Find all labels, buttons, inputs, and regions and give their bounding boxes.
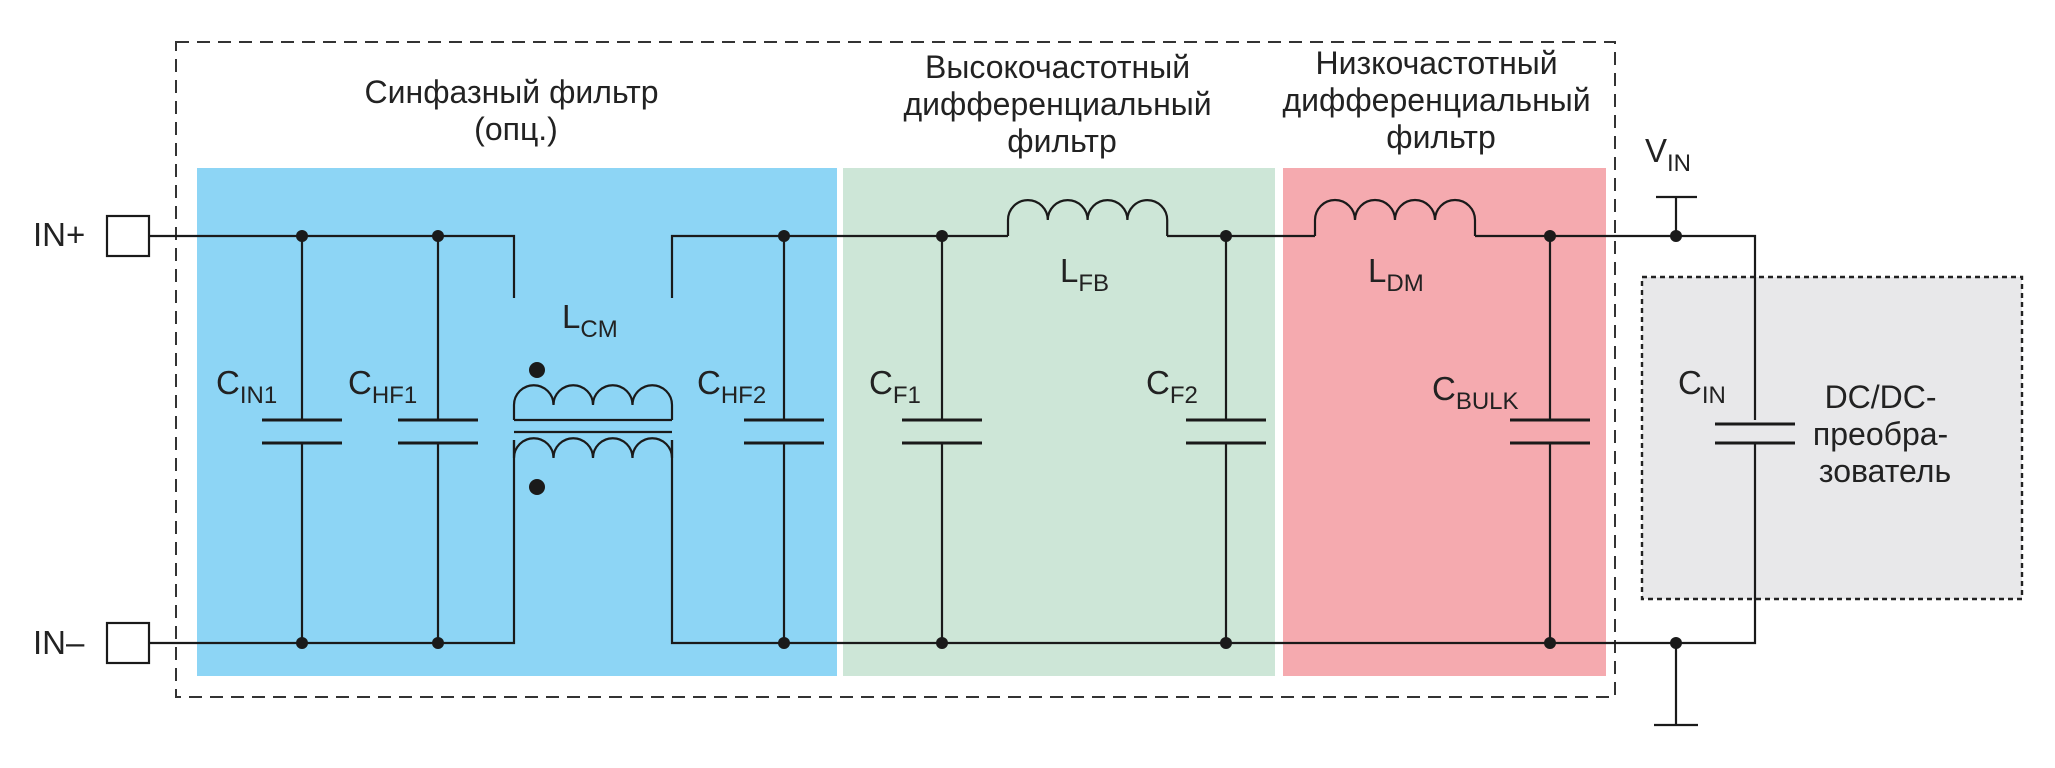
c-hf2-label: CHF2 [697, 364, 766, 409]
junction-dot [1544, 637, 1556, 649]
c-bulk-label: CBULK [1432, 370, 1519, 415]
c-hf1-label-sub: HF1 [372, 382, 417, 409]
l-fb-label-main: L [1060, 252, 1078, 289]
junction-dot [1670, 230, 1682, 242]
l-cm-upper-winding [512, 384, 674, 420]
l-fb-inductor [1006, 199, 1169, 236]
l-dm-inductor [1313, 198, 1477, 236]
l-fb-label-sub: FB [1078, 270, 1109, 297]
junction-dot [1544, 230, 1556, 242]
lf-diff-title-line: дифференциальный [1282, 82, 1590, 118]
vin-terminal-wire [1656, 195, 1697, 236]
l-cm-lower-winding [512, 437, 674, 459]
hf-diff-title: Высокочастотный дифференциальный фильтр [903, 49, 1220, 159]
lf-diff-title: Низкочастотный дифференциальный фильтр [1282, 45, 1599, 155]
common-mode-title-line: Синфазный фильтр [365, 74, 659, 110]
l-dm-label-main: L [1368, 252, 1386, 289]
c-in-label-sub: IN [1702, 382, 1726, 409]
vin-label: VIN [1645, 132, 1691, 177]
converter-label-line: DC/DC- [1825, 379, 1937, 415]
bottom-rail-wire [149, 440, 1757, 645]
lf-diff-section [1283, 168, 1606, 676]
c-in-capacitor [1715, 422, 1795, 445]
in-plus-label: IN+ [33, 216, 85, 253]
common-mode-section [197, 168, 837, 676]
polarity-dot-lower [529, 479, 545, 495]
c-hf2-label-main: C [697, 364, 721, 401]
converter-label-line: зователь [1819, 453, 1951, 489]
lf-diff-title-line: фильтр [1386, 119, 1496, 155]
junction-dot [778, 230, 790, 242]
in-minus-terminal [105, 621, 151, 665]
junction-dot [1220, 230, 1232, 242]
hf-diff-section [843, 168, 1275, 676]
junction-dot [936, 637, 948, 649]
c-hf2-capacitor [744, 236, 824, 643]
l-cm-label-main: L [562, 298, 580, 335]
junction-dot [296, 230, 308, 242]
c-f2-capacitor [1186, 236, 1266, 643]
junction-dot [296, 637, 308, 649]
c-bulk-capacitor [1510, 236, 1590, 643]
junction-dot [1220, 637, 1232, 649]
c-in1-capacitor [262, 236, 342, 643]
junction-dots [296, 230, 1682, 649]
l-cm-choke [512, 362, 674, 495]
c-f2-label-sub: F2 [1170, 382, 1198, 409]
junction-dot [1670, 637, 1682, 649]
c-in-label-main: C [1678, 364, 1702, 401]
hf-diff-title-line: дифференциальный [903, 86, 1211, 122]
c-hf2-label-sub: HF2 [721, 382, 766, 409]
c-in1-label-main: C [216, 364, 240, 401]
l-fb-label: LFB [1060, 252, 1109, 297]
c-bulk-label-main: C [1432, 370, 1456, 407]
common-mode-title-line: (опц.) [474, 111, 558, 147]
c-f1-label: CF1 [869, 364, 921, 409]
common-mode-title: Синфазный фильтр (опц.) [365, 74, 668, 147]
polarity-dot-upper [529, 362, 545, 378]
junction-dot [778, 637, 790, 649]
c-hf1-capacitor [398, 236, 478, 643]
converter-label: DC/DC- преобра- зователь [1813, 379, 1957, 489]
hf-diff-title-line: фильтр [1007, 123, 1117, 159]
in-minus-label: IN– [33, 624, 85, 661]
c-in1-label: CIN1 [216, 364, 277, 409]
converter-box [1640, 275, 2024, 601]
top-rail-wire [149, 234, 1757, 420]
junction-dot [936, 230, 948, 242]
c-hf1-label-main: C [348, 364, 372, 401]
vin-label-sub: IN [1667, 150, 1691, 177]
in-plus-terminal [105, 214, 151, 258]
c-hf1-label: CHF1 [348, 364, 417, 409]
vin-label-main: V [1645, 132, 1667, 169]
c-f1-capacitor [902, 236, 982, 643]
converter-label-line: преобра- [1813, 416, 1948, 452]
hf-diff-title-line: Высокочастотный [925, 49, 1190, 85]
c-f2-label: CF2 [1146, 364, 1198, 409]
filter-boundary [175, 41, 1616, 698]
c-in1-label-sub: IN1 [240, 382, 277, 409]
l-cm-label: LCM [562, 298, 618, 343]
c-f2-label-main: C [1146, 364, 1170, 401]
c-in-label: CIN [1678, 364, 1726, 409]
lf-diff-title-line: Низкочастотный [1315, 45, 1557, 81]
l-dm-label: LDM [1368, 252, 1424, 297]
c-f1-label-main: C [869, 364, 893, 401]
c-bulk-label-sub: BULK [1456, 388, 1519, 415]
junction-dot [432, 637, 444, 649]
ground-terminal-wire [1654, 643, 1698, 727]
l-cm-label-sub: CM [580, 316, 617, 343]
c-f1-label-sub: F1 [893, 382, 921, 409]
junction-dot [432, 230, 444, 242]
l-dm-label-sub: DM [1386, 270, 1423, 297]
